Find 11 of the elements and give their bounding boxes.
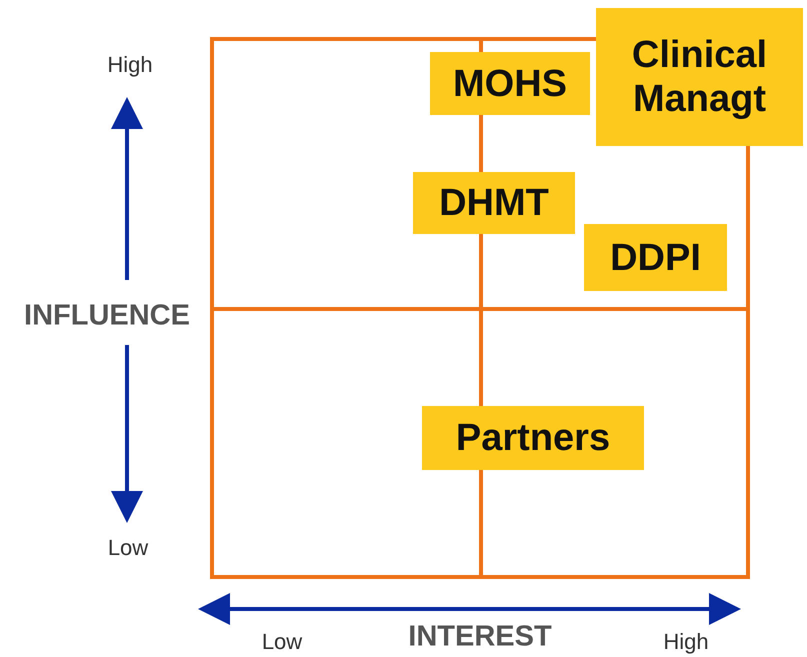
stakeholder-tag: Clinical Managt — [596, 8, 803, 146]
stakeholder-tag: DDPI — [584, 224, 727, 291]
axis-end-label: Low — [262, 629, 302, 655]
axis-end-label: High — [663, 629, 709, 655]
axis-title: INFLUENCE — [24, 300, 190, 332]
axis-end-label: High — [107, 52, 153, 78]
axis-end-label: Low — [108, 535, 148, 561]
stakeholder-tag: Partners — [422, 406, 644, 470]
stakeholder-tag: MOHS — [430, 52, 590, 115]
axis-title: INTEREST — [408, 620, 552, 654]
stakeholder-tag: DHMT — [413, 172, 575, 234]
